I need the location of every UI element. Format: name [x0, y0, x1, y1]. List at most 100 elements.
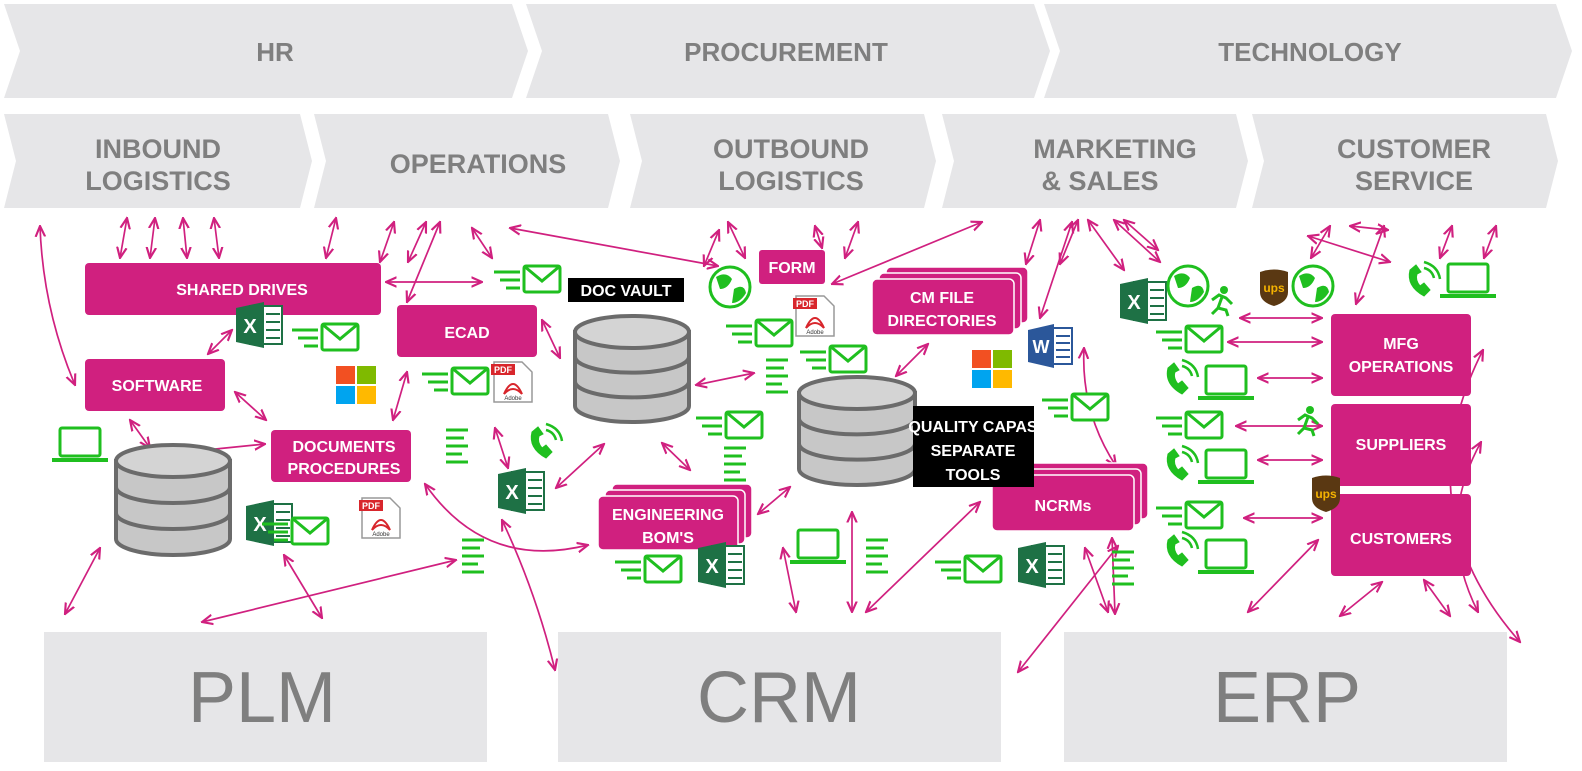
connection-arrow [407, 222, 440, 302]
box-suppliers-label: SUPPLIERS [1356, 437, 1447, 454]
connection-arrow [208, 330, 232, 354]
excel-icon-letter: X [253, 514, 267, 536]
connection-arrow [510, 228, 718, 266]
pdf-icon-label: PDF [796, 299, 815, 309]
chevron-technology: TECHNOLOGY [1044, 4, 1572, 98]
document-lines-icon [462, 538, 484, 574]
connection-arrow [130, 420, 150, 448]
chevron-customer-service: CUSTOMER SERVICE [1252, 114, 1558, 208]
phone-icon [1408, 260, 1442, 297]
document-lines-icon [766, 358, 788, 394]
process-boxes: SHARED DRIVES SOFTWARE ECAD DOCUMENTS PR… [85, 250, 1471, 576]
excel-icon-letter: X [1025, 556, 1039, 578]
box-cm-file-directories[interactable]: CM FILE DIRECTORIES [871, 278, 1015, 336]
chevron-operations: OPERATIONS [314, 114, 620, 208]
database-icon [114, 443, 232, 557]
document-lines-icon [866, 538, 888, 574]
pdf-icon-label: PDF [362, 501, 381, 511]
connection-arrow [120, 218, 127, 258]
box-customers[interactable]: CUSTOMERS [1331, 494, 1471, 576]
chevron-customer-service-line2: SERVICE [1355, 166, 1473, 196]
connection-arrow [866, 502, 980, 612]
system-crm-label: CRM [697, 658, 861, 738]
email-icon [615, 554, 683, 584]
box-engineering-line1: ENGINEERING [612, 507, 724, 524]
connection-arrow [758, 487, 790, 514]
connection-arrow [380, 222, 394, 262]
box-suppliers[interactable]: SUPPLIERS [1331, 404, 1471, 486]
connection-arrow [1350, 226, 1388, 230]
connection-arrow [1424, 580, 1450, 616]
excel-icon: X [498, 468, 545, 514]
running-person-icon [1210, 286, 1234, 317]
laptop-icon [52, 426, 108, 462]
email-icon [1156, 500, 1224, 530]
connection-arrow [495, 428, 508, 468]
email-icon [292, 322, 360, 352]
systems-row: PLM CRM ERP [44, 632, 1507, 762]
chevron-inbound-logistics-line2: LOGISTICS [85, 166, 231, 196]
connection-arrow [408, 222, 426, 262]
connection-arrow [1124, 220, 1158, 250]
box-ecad[interactable]: ECAD [397, 305, 537, 357]
excel-icon-letter: X [1127, 292, 1141, 314]
email-icon [696, 410, 764, 440]
box-software[interactable]: SOFTWARE [85, 359, 225, 411]
chevron-hr-label: HR [256, 37, 294, 67]
chevron-outbound-logistics: OUTBOUND LOGISTICS [630, 114, 936, 208]
connection-arrow [896, 344, 928, 376]
adobe-label: Adobe [504, 396, 522, 402]
chevron-marketing-sales: MARKETING & SALES [942, 114, 1248, 208]
box-mfg-line2: OPERATIONS [1349, 359, 1454, 376]
connection-arrow [150, 218, 155, 258]
chevron-technology-label: TECHNOLOGY [1218, 37, 1401, 67]
connection-arrow [1088, 220, 1124, 270]
ups-logo-icon: ups [1260, 269, 1288, 306]
connection-arrow [832, 222, 982, 284]
box-shared-drives[interactable]: SHARED DRIVES [85, 263, 381, 315]
connection-arrow [728, 222, 745, 258]
email-icon [1156, 324, 1224, 354]
support-activities-row: HR PROCUREMENT TECHNOLOGY [4, 4, 1572, 98]
laptop-icon [1198, 364, 1254, 400]
box-documents-line2: PROCEDURES [288, 461, 401, 478]
box-mfg-line1: MFG [1383, 336, 1419, 353]
chevron-operations-label: OPERATIONS [390, 149, 567, 179]
document-lines-icon [1112, 550, 1134, 586]
system-crm: CRM [558, 632, 1001, 762]
box-ncrms[interactable]: NCRMs [991, 474, 1135, 532]
connection-arrow [845, 222, 858, 258]
box-engineering-boms[interactable]: ENGINEERING BOM'S [597, 495, 739, 551]
laptop-icon [1198, 448, 1254, 484]
connection-arrow [704, 230, 719, 266]
box-cm-file-line1: CM FILE [910, 290, 974, 307]
connection-arrow [1040, 222, 1072, 318]
chevron-inbound-logistics: INBOUND LOGISTICS [4, 114, 312, 208]
box-form-label: FORM [768, 260, 815, 277]
email-icon [935, 554, 1003, 584]
connection-arrow [1340, 582, 1382, 616]
box-documents-line1: DOCUMENTS [292, 439, 395, 456]
chevron-outbound-logistics-line2: LOGISTICS [718, 166, 864, 196]
connection-arrow [1484, 226, 1496, 258]
pdf-icon-label: PDF [494, 365, 513, 375]
connection-arrow [1060, 220, 1078, 264]
connection-arrow [542, 320, 560, 358]
box-form[interactable]: FORM [759, 250, 825, 284]
quality-line2: SEPARATE [931, 443, 1016, 460]
connection-arrow [284, 555, 322, 618]
ups-logo-text: ups [1263, 281, 1285, 295]
connection-arrow [1026, 220, 1040, 264]
chevron-hr: HR [4, 4, 528, 98]
connection-arrow [502, 520, 555, 670]
globe-icon [708, 265, 752, 309]
connection-arrow [425, 484, 588, 551]
document-lines-icon [724, 446, 746, 482]
connection-arrow [40, 226, 75, 385]
box-mfg-operations[interactable]: MFG OPERATIONS [1331, 314, 1471, 396]
laptop-icon [790, 528, 846, 564]
box-documents-procedures[interactable]: DOCUMENTS PROCEDURES [271, 430, 411, 482]
database-icon [573, 314, 691, 424]
